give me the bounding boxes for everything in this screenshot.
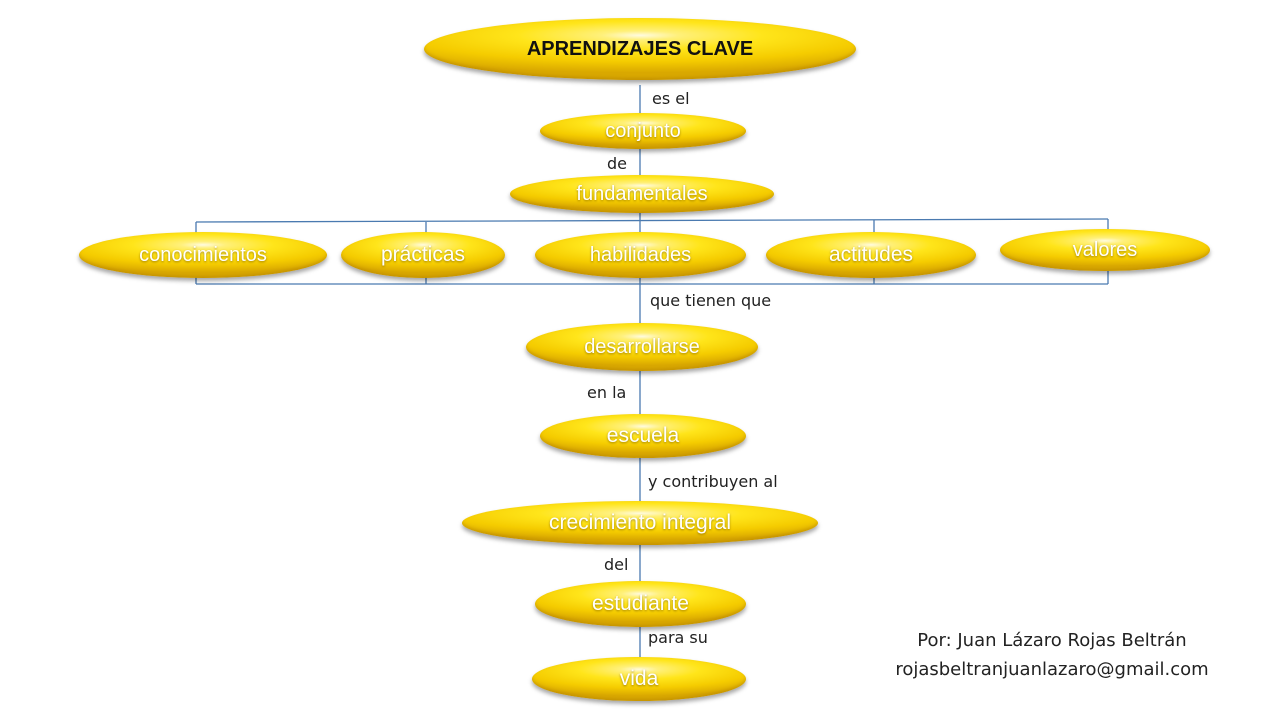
link-de: de [607,154,627,173]
author-email: rojasbeltranjuanlazaro@gmail.com [895,659,1209,680]
node-escuela: escuela [540,414,746,458]
author-name: Por: Juan Lázaro Rojas Beltrán [917,630,1187,651]
node-estudiante: estudiante [535,581,746,627]
node-desarrollarse: desarrollarse [526,323,758,371]
node-conocimientos: conocimientos [79,232,327,278]
node-crecimiento-integral: crecimiento integral [462,501,818,545]
node-vida: vida [532,657,746,701]
node-habilidades: habilidades [535,232,746,278]
title-node: APRENDIZAJES CLAVE [424,18,856,80]
node-fundamentales: fundamentales [510,175,774,213]
node-valores: valores [1000,229,1210,271]
link-del: del [604,555,629,574]
branch-top-connector [195,218,1109,223]
link-y-contribuyen-al: y contribuyen al [648,472,778,491]
link-en-la: en la [587,383,627,402]
link-que-tienen-que: que tienen que [650,291,772,310]
link-es-el: es el [652,89,690,108]
node-practicas: prácticas [341,232,505,278]
link-para-su: para su [648,628,708,647]
author-credit: Por: Juan Lázaro Rojas Beltrán rojasbelt… [862,626,1242,684]
node-conjunto: conjunto [540,113,746,149]
node-actitudes: actitudes [766,232,976,278]
